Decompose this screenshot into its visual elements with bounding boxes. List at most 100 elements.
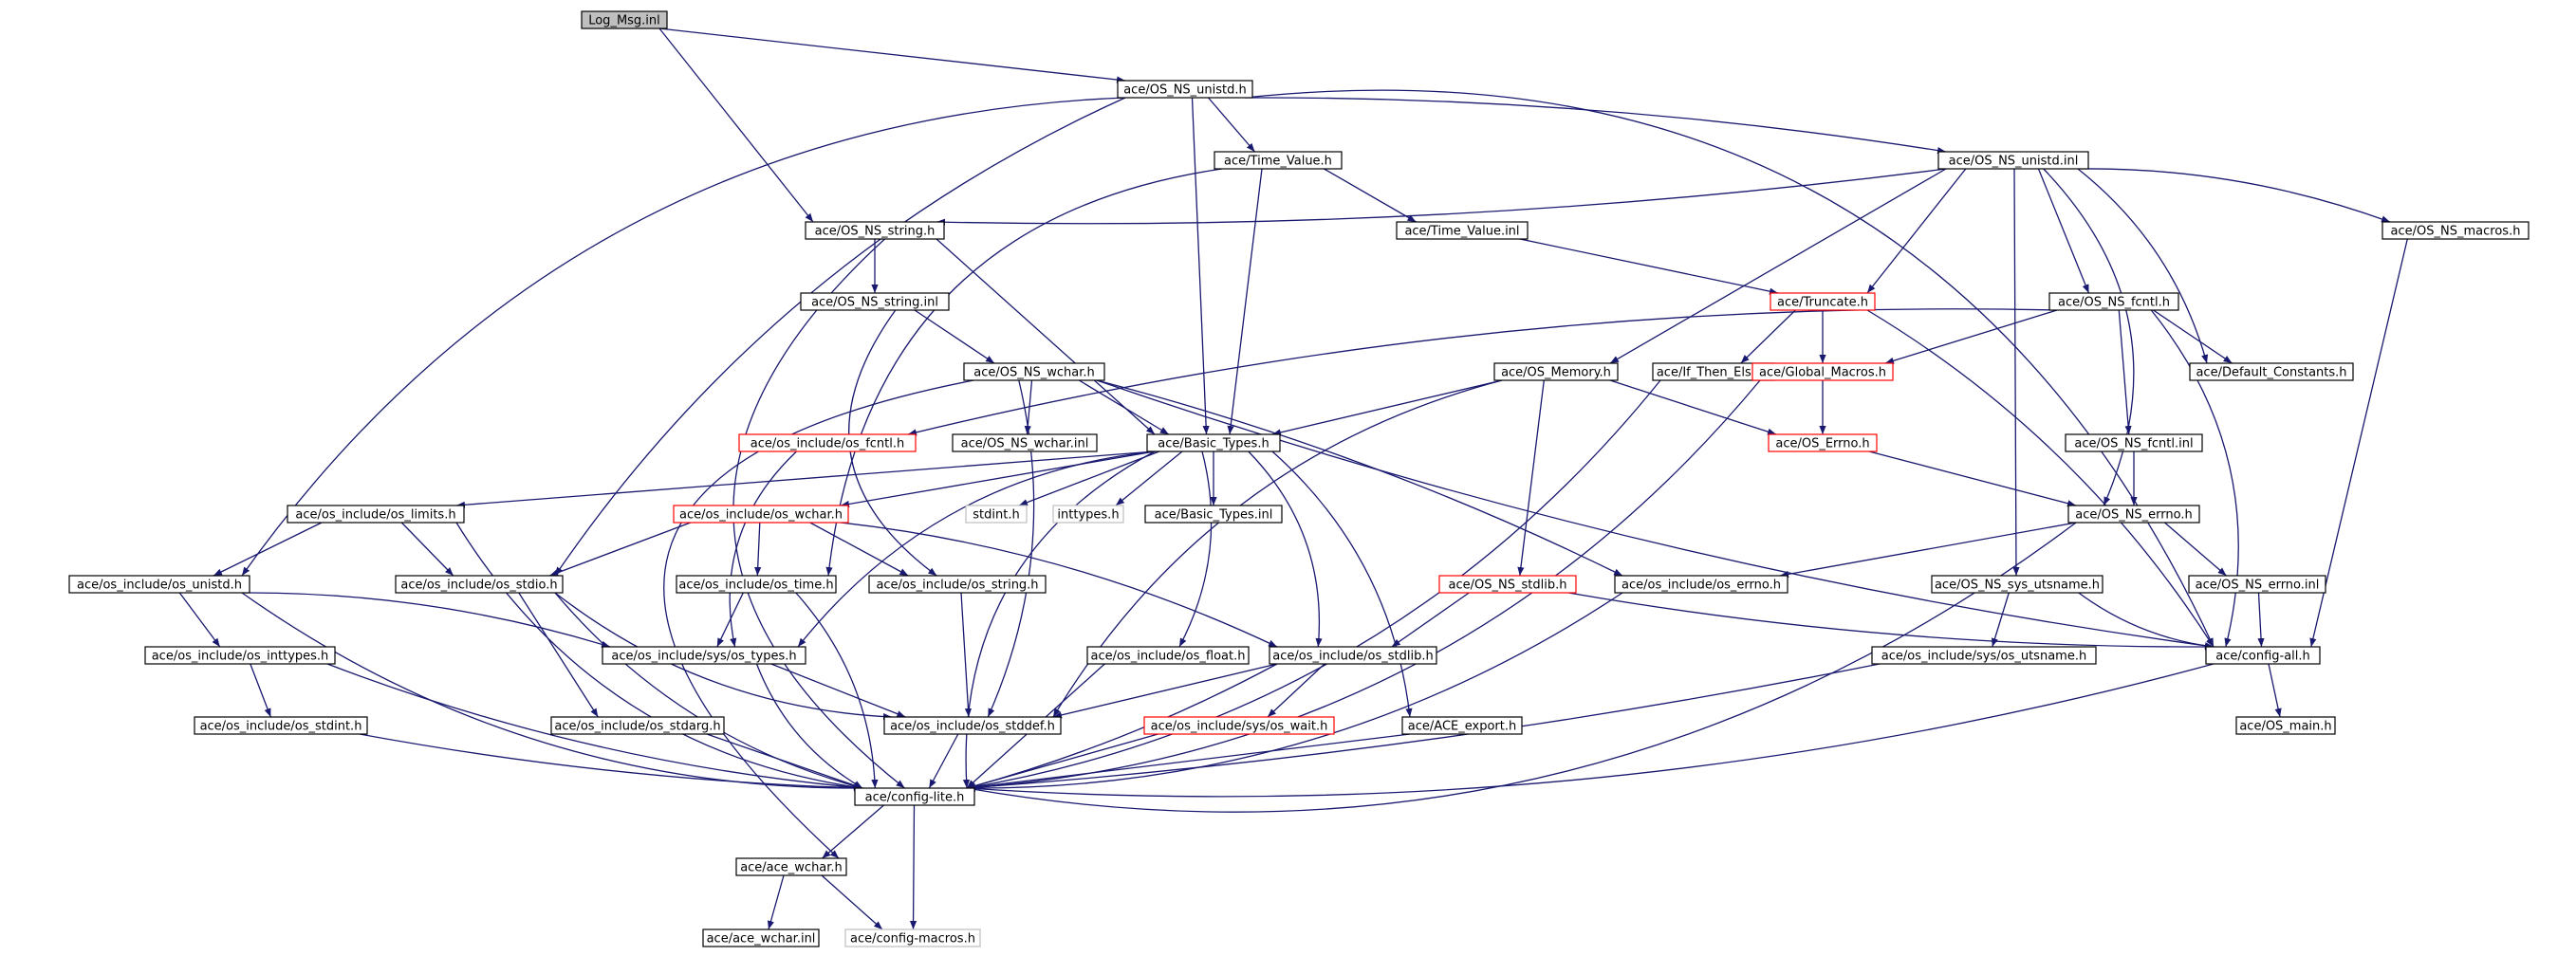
edge-os_ns_unistd_h-to-time_value_h (1208, 97, 1255, 153)
node-label: ace/OS_NS_wchar.inl (961, 437, 1089, 451)
edge-os_include_os_stdint_h-to-config_lite_h (359, 733, 863, 792)
node-os-include-os-stdlib-h[interactable]: ace/os_include/os_stdlib.h (1269, 646, 1437, 665)
node-if-then-else-h[interactable]: ace/If_Then_Else.h (1652, 362, 1775, 381)
node-label: ace/Global_Macros.h (1759, 366, 1886, 380)
node-os-include-os-stdio-h[interactable]: ace/os_include/os_stdio.h (395, 575, 564, 594)
node-time-value-h[interactable]: ace/Time_Value.h (1214, 151, 1343, 170)
node-label: ace/config-all.h (2215, 650, 2310, 664)
node-os-ns-errno-h[interactable]: ace/OS_NS_errno.h (2067, 505, 2200, 524)
node-ace-export-h[interactable]: ace/ACE_export.h (1401, 716, 1523, 735)
edge-os_ns_unistd_inl-to-os_memory_h (1609, 168, 1947, 364)
node-config-all-h[interactable]: ace/config-all.h (2205, 646, 2321, 665)
edge-basic_types_h-to-os_include_os_wchar_h (840, 450, 1156, 508)
edge-os_ns_string_inl-to-os_include_os_string_h (848, 309, 937, 577)
edge-os_ns_unistd_inl-to-os_ns_fcntl_h (2037, 168, 2090, 294)
node-box (800, 292, 950, 311)
node-os-include-os-limits-h[interactable]: ace/os_include/os_limits.h (287, 505, 465, 524)
node-os-ns-errno-inl[interactable]: ace/OS_NS_errno.inl (2188, 575, 2326, 594)
node-basic-types-inl[interactable]: ace/Basic_Types.inl (1144, 505, 1283, 524)
node-os-memory-h[interactable]: ace/OS_Memory.h (1493, 362, 1619, 381)
edge-os_include_os_stdio_h-to-os_include_os_stddef_h (554, 592, 893, 721)
edge-os_include_os_inttypes_h-to-os_include_os_stdint_h (250, 663, 271, 718)
edge-os_ns_unistd_h-to-basic_types_h (1191, 97, 1210, 435)
node-os-include-sys-os-types-h[interactable]: ace/os_include/sys/os_types.h (602, 646, 806, 665)
node-os-include-os-unistd-h[interactable]: ace/os_include/os_unistd.h (68, 575, 250, 594)
node-os-ns-sys-utsname-h[interactable]: ace/OS_NS_sys_utsname.h (1931, 575, 2103, 594)
node-os-ns-stdlib-h[interactable]: ace/OS_NS_stdlib.h (1438, 575, 1577, 594)
node-box (1144, 505, 1283, 524)
node-box (1751, 362, 1894, 381)
edge-os_include_os_stddef_h-to-config_lite_h (928, 733, 959, 789)
edge-os_include_sys_os_types_h-to-os_include_os_stddef_h (770, 663, 906, 718)
edge-os_include_os_limits_h-to-os_include_os_unistd_h (213, 522, 323, 577)
node-os-ns-unistd-inl[interactable]: ace/OS_NS_unistd.inl (1937, 151, 2089, 170)
node-label: ace/Time_Value.inl (1404, 225, 1519, 239)
node-os-include-os-float-h[interactable]: ace/os_include/os_float.h (1086, 646, 1250, 665)
node-global-macros-h[interactable]: ace/Global_Macros.h (1751, 362, 1894, 381)
node-box (144, 646, 336, 665)
node-box (963, 362, 1105, 381)
node-os-ns-fcntl-h[interactable]: ace/OS_NS_fcntl.h (2048, 292, 2179, 311)
edge-os_ns_fcntl_h-to-default_constants_h (2153, 309, 2233, 364)
node-label: ace/Basic_Types.inl (1155, 508, 1273, 523)
node-label: ace/os_include/os_stdint.h (200, 720, 362, 734)
edge-os_ns_errno_h-to-os_ns_errno_inl (2164, 522, 2227, 577)
node-box (1214, 151, 1343, 170)
node-label: ace/os_include/os_limits.h (295, 508, 455, 523)
node-os-ns-macros-h[interactable]: ace/OS_NS_macros.h (2381, 221, 2530, 240)
edge-basic_types_h-to-stdint_h (1018, 450, 1160, 506)
edge-os_include_os_errno_h-to-config_lite_h (966, 592, 1623, 792)
node-config-lite-h[interactable]: ace/config-lite.h (854, 787, 975, 806)
node-os-ns-fcntl-inl[interactable]: ace/OS_NS_fcntl.inl (2065, 433, 2203, 452)
node-label: ace/OS_NS_fcntl.inl (2074, 437, 2193, 451)
node-box (1052, 505, 1124, 524)
edge-basic_types_h-to-os_include_os_stdlib_h (1248, 450, 1323, 648)
node-label: ace/Time_Value.h (1224, 155, 1332, 169)
node-default-constants-h[interactable]: ace/Default_Constants.h (2189, 362, 2354, 381)
edge-os_include_os_fcntl_h-to-os_include_sys_os_types_h (729, 450, 797, 648)
node-os-include-os-wchar-h[interactable]: ace/os_include/os_wchar.h (673, 505, 849, 524)
node-os-include-os-stdarg-h[interactable]: ace/os_include/os_stdarg.h (550, 716, 725, 735)
node-os-ns-unistd-h[interactable]: ace/OS_NS_unistd.h (1117, 80, 1253, 99)
edge-os_ns_wchar_h-to-os_ns_wchar_inl (1024, 379, 1033, 435)
edge-os_ns_stdlib_h-to-config_all_h (1567, 592, 2215, 651)
node-config-macros-h[interactable]: ace/config-macros.h (844, 928, 981, 947)
node-stdint-h[interactable]: stdint.h (965, 505, 1028, 524)
node-os-include-os-stdint-h[interactable]: ace/os_include/os_stdint.h (194, 716, 368, 735)
node-os-ns-wchar-inl[interactable]: ace/OS_NS_wchar.inl (952, 433, 1098, 452)
edge-os_include_os_time_h-to-os_include_sys_os_types_h (716, 592, 744, 648)
node-box (1768, 433, 1878, 452)
node-os-ns-string-h[interactable]: ace/OS_NS_string.h (805, 221, 945, 240)
node-os-include-os-inttypes-h[interactable]: ace/os_include/os_inttypes.h (144, 646, 336, 665)
node-label: ace/Default_Constants.h (2196, 366, 2346, 380)
node-os-include-sys-os-utsname-h[interactable]: ace/os_include/sys/os_utsname.h (1871, 646, 2097, 665)
node-basic-types-h[interactable]: ace/Basic_Types.h (1146, 433, 1281, 452)
edge-os_memory_h-to-os_include_os_stddef_h (1052, 379, 1503, 718)
node-label: ace/OS_NS_errno.h (2075, 508, 2193, 523)
node-os-include-os-stddef-h[interactable]: ace/os_include/os_stddef.h (883, 716, 1062, 735)
node-label: ace/os_include/os_string.h (876, 579, 1038, 593)
node-inttypes-h[interactable]: inttypes.h (1052, 505, 1124, 524)
node-ace-wchar-inl[interactable]: ace/ace_wchar.inl (702, 928, 820, 947)
node-box (1937, 151, 2089, 170)
node-box (1401, 716, 1523, 735)
edge-os_ns_fcntl_h-to-config_all_h (2150, 309, 2239, 648)
node-label: ace/OS_main.h (2239, 720, 2331, 734)
node-os-ns-string-inl[interactable]: ace/OS_NS_string.inl (800, 292, 950, 311)
node-truncate-h[interactable]: ace/Truncate.h (1770, 292, 1876, 311)
node-os-errno-h[interactable]: ace/OS_Errno.h (1768, 433, 1878, 452)
node-time-value-inl[interactable]: ace/Time_Value.inl (1396, 221, 1529, 240)
node-log-msg-inl[interactable]: Log_Msg.inl (581, 10, 668, 29)
node-os-main-h[interactable]: ace/OS_main.h (2235, 716, 2336, 735)
edge-os_ns_unistd_h-to-config_all_h (1244, 89, 2215, 648)
node-label: inttypes.h (1057, 508, 1119, 523)
node-os-include-os-string-h[interactable]: ace/os_include/os_string.h (868, 575, 1047, 594)
edge-config_all_h-to-config_lite_h (966, 663, 2215, 798)
node-box (1143, 716, 1335, 735)
node-os-include-os-time-h[interactable]: ace/os_include/os_time.h (676, 575, 837, 594)
node-os-ns-wchar-h[interactable]: ace/OS_NS_wchar.h (963, 362, 1105, 381)
node-os-include-os-errno-h[interactable]: ace/os_include/os_errno.h (1614, 575, 1788, 594)
node-ace-wchar-h[interactable]: ace/ace_wchar.h (735, 857, 847, 876)
node-os-include-os-fcntl-h[interactable]: ace/os_include/os_fcntl.h (738, 433, 917, 452)
node-os-include-sys-os-wait-h[interactable]: ace/os_include/sys/os_wait.h (1143, 716, 1335, 735)
